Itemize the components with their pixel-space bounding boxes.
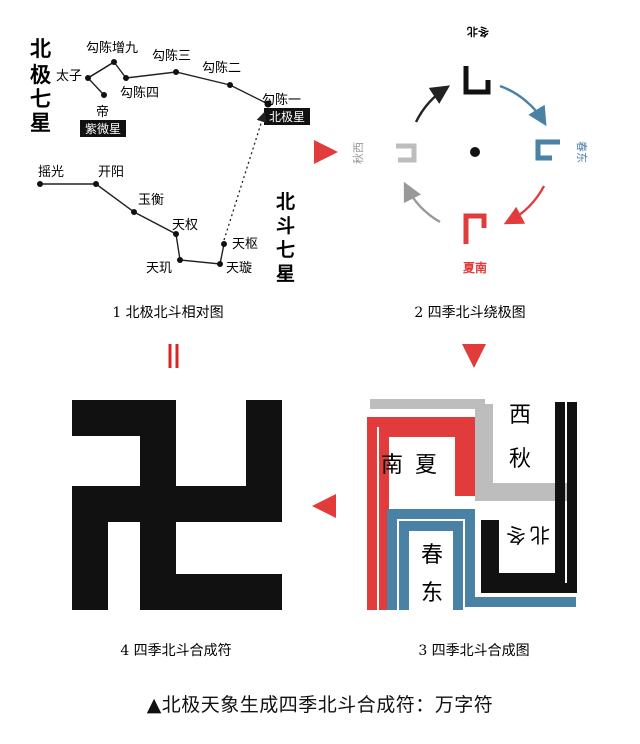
pole-dot [470,147,480,157]
star-goucheng-zengjiu [111,59,117,65]
char-autumn: 秋 [509,447,531,472]
label-ziweixing: 紫微星 [85,122,121,136]
arc-south [503,185,546,225]
star-yaoguang [37,181,43,187]
arc-west [403,181,441,224]
band-grey-outer [370,399,576,501]
label-east-spring: 春东 [575,141,588,163]
star-tianji [177,257,183,263]
char-summer: 夏 [415,453,437,478]
band-grey-inner [483,404,576,493]
wan-left-arm [72,486,108,610]
panel-4-wan-symbol[interactable]: 4 四季北斗合成符 [72,400,282,659]
label-tianji: 天玑 [146,261,172,276]
star-yuheng [131,209,137,215]
label-south-summer: 夏南 [463,260,487,275]
band-blue-inner [399,521,463,610]
star-taizi [85,75,91,81]
dipper-title-char-1: 北 [276,191,295,213]
star-tianquan [173,231,179,237]
char-spring: 春 [421,543,443,568]
panel-2-four-seasons-rotation: 冬北 春东 夏南 秋西 2 四季北斗绕极图 [314,25,588,321]
label-yuheng: 玉衡 [138,193,164,208]
band-black-inner [489,402,565,583]
panel-3-combined-dipper: 西 秋 南 夏 春 东 北 冬 3 四季北斗合成图 [367,399,577,659]
char-north-rotated: 北 [530,523,550,547]
dipper-title-char-3: 七 [276,239,295,261]
label-goucheng-si: 勾陈四 [120,85,159,101]
arc-north-west [414,85,451,123]
star-goucheng-san [173,69,179,75]
north-pole-seven-stars-title: 北 极 七 星 [30,36,52,135]
label-di: 帝 [96,104,109,120]
label-goucheng-yi: 勾陈一 [262,92,301,108]
label-west-autumn: 秋西 [351,142,365,164]
north-pole-lines-2 [86,61,115,96]
title-char-3: 七 [30,86,51,111]
star-kaiyang [93,181,99,187]
big-dipper-title: 北 斗 七 星 [276,191,295,285]
dipper-title-char-2: 斗 [276,215,295,237]
star-goucheng-si [123,75,129,81]
char-east: 东 [421,581,443,606]
char-west: 西 [509,403,531,428]
dipper-west [396,143,417,163]
transition-markers [168,344,486,518]
label-tianxuan: 天璇 [226,261,252,276]
arc-east [499,84,547,127]
dipper-south [463,213,487,244]
band-red-outer [367,417,475,610]
star-goucheng-er [227,82,233,88]
wan-bottom-arm [176,574,282,610]
label-kaiyang: 开阳 [98,165,124,180]
band-red-inner [379,427,465,610]
band-black-outer [481,402,577,593]
title-char-4: 星 [30,110,51,135]
label-tianshu: 天枢 [232,237,258,252]
band-blue-outer [387,509,576,610]
label-goucheng-er: 勾陈二 [202,60,241,76]
panel-4-caption: 4 四季北斗合成符 [120,643,231,659]
beijixing-box [264,108,310,125]
dipper-east [535,139,560,161]
panel-1-caption: 1 北极北斗相对图 [112,305,223,321]
dipper-north [463,66,491,95]
star-tianxuan [217,261,223,267]
star-di [101,92,107,98]
figure-caption-text: ▲北极天象生成四季北斗合成符：万字符 [146,694,494,716]
panel-2-caption: 2 四季北斗绕极图 [414,305,525,321]
star-goucheng-yi [264,100,272,108]
wan-symbol [72,400,282,610]
label-tianquan: 天权 [172,217,198,233]
pointer-line [223,111,267,241]
title-char-2: 极 [30,62,52,87]
label-north-winter: 冬北 [467,25,489,39]
label-yaoguang: 摇光 [38,165,64,180]
char-south: 南 [381,453,403,478]
label-goucheng-zengjiu: 勾陈增九 [86,40,138,56]
panel-1-north-pole-dipper: 北 极 七 星 太子 勾陈增九 勾陈四 帝 勾陈三 勾陈二 勾陈一 紫微星 北极… [30,36,310,321]
label-taizi: 太子 [56,69,82,84]
ziweixing-box [80,120,126,137]
panel-3-caption: 3 四季北斗合成图 [418,643,529,659]
wan-right-arm [246,400,282,522]
label-goucheng-san: 勾陈三 [152,48,191,64]
label-beijixing: 北极星 [269,110,305,124]
star-tianshu [221,241,227,247]
figure-caption: ▲北极天象生成四季北斗合成符：万字符 [0,690,640,730]
dipper-title-char-4: 星 [276,263,295,285]
title-char-1: 北 [30,36,51,61]
char-winter-rotated: 冬 [506,523,526,547]
